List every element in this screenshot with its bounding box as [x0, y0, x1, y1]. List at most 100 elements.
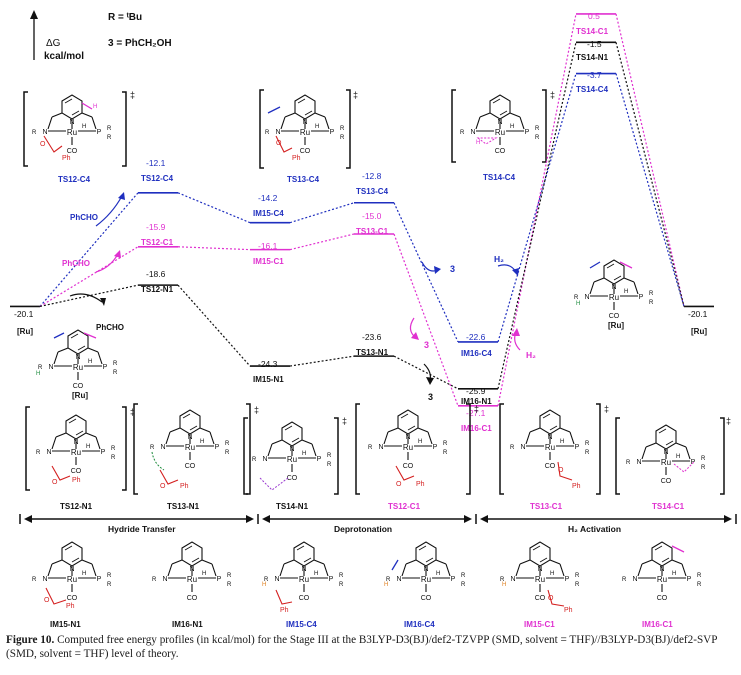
svg-text:‡: ‡ [353, 90, 358, 100]
connector-1-2 [289, 233, 355, 251]
level-ts13-c1-value: -15.0 [362, 211, 382, 221]
ts12-c4-label: TS12-C4 [58, 175, 91, 184]
connector-0-2 [289, 202, 355, 224]
level-im16-c1-value: -27.1 [466, 408, 486, 418]
svg-text:Ph: Ph [72, 477, 81, 484]
connector-2-1 [177, 284, 251, 367]
pathway-connectors [39, 13, 685, 407]
svg-text:‡: ‡ [130, 90, 135, 100]
im16-c4-structure: H [384, 541, 467, 603]
ts13-c4-structure: ‡ O Ph [259, 89, 358, 169]
connector-1-5 [615, 13, 685, 307]
connector-1-3 [393, 233, 459, 407]
reagent-h2-c1: H₂ [526, 350, 536, 360]
svg-text:Ph: Ph [572, 483, 581, 490]
svg-text:Ph: Ph [180, 483, 189, 490]
stage-bar [19, 514, 737, 524]
svg-text:Ph: Ph [62, 155, 71, 162]
svg-text:H: H [576, 301, 580, 307]
svg-text:H: H [476, 140, 480, 146]
figure-caption: Figure 10. Computed free energy profiles… [6, 633, 736, 661]
level-ts13-c4-name: TS13-C4 [356, 187, 389, 196]
svg-text:Ph: Ph [564, 607, 573, 614]
level-ts14-n1-value: -1.5 [587, 39, 602, 49]
level-ts14-n1-name: TS14-N1 [576, 53, 609, 62]
ts13-c1-structure: ‡ O Ph [499, 403, 609, 495]
im15-n1-structure: O Ph [31, 541, 113, 610]
im16-c1-label: IM16-C1 [642, 620, 673, 629]
level-im15-c1-value: -16.1 [258, 241, 278, 251]
level-im16-n1-name: IM16-N1 [461, 397, 492, 406]
connector-0-4 [497, 73, 577, 343]
im15-n1-label: IM15-N1 [50, 620, 81, 629]
svg-text:Ph: Ph [292, 155, 301, 162]
svg-text:H: H [93, 104, 97, 110]
connector-0-3 [393, 202, 459, 343]
svg-text:‡: ‡ [604, 404, 609, 414]
level-im15-n1-name: IM15-N1 [253, 375, 284, 384]
svg-text:O: O [160, 483, 166, 490]
svg-text:‡: ‡ [550, 90, 555, 100]
delta-g-label: ΔG [46, 38, 61, 49]
connector-2-0 [39, 284, 139, 308]
ts12-c1-label: TS12-C1 [388, 502, 421, 511]
ts14-n1-structure: ‡ [243, 416, 347, 495]
connector-0-1 [177, 192, 251, 224]
stage-hydride-transfer: Hydride Transfer [108, 524, 176, 534]
connector-1-0 [39, 246, 139, 307]
level-ts12-n1-name: TS12-N1 [141, 285, 174, 294]
level-im15-c4-value: -14.2 [258, 193, 278, 203]
svg-text:Ph: Ph [66, 603, 75, 610]
connector-0-5 [615, 73, 685, 307]
im15-c4-label: IM15-C4 [286, 620, 317, 629]
connector-2-3 [393, 355, 459, 390]
level-ts13-c4-value: -12.8 [362, 171, 382, 181]
svg-text:O: O [558, 467, 564, 474]
level-ts13-c1-name: TS13-C1 [356, 227, 389, 236]
svg-text:O: O [52, 479, 58, 486]
caption-lead: Figure 10. [6, 634, 55, 646]
im16-c4-label: IM16-C4 [404, 620, 435, 629]
ts12-n1-label: TS12-N1 [60, 502, 93, 511]
r-definition: R = ᵗBu [108, 12, 142, 23]
svg-text:Ph: Ph [416, 481, 425, 488]
energy-levels [10, 13, 714, 407]
svg-text:O: O [44, 597, 50, 604]
svg-text:Ph: Ph [280, 607, 289, 614]
level-ts13-n1-name: TS13-N1 [356, 348, 389, 357]
svg-text:H: H [36, 371, 40, 377]
stage-h2-activation: H₂ Activation [568, 524, 621, 534]
level-ts13-n1-value: -23.6 [362, 332, 382, 342]
svg-text:O: O [396, 481, 402, 488]
connector-2-5 [615, 42, 685, 307]
ts12-c1-structure: ‡ O Ph [355, 403, 479, 495]
connector-2-2 [289, 355, 355, 367]
level-ts12-c1-value: -15.9 [146, 222, 166, 232]
reagent-3-c1: 3 [424, 340, 429, 350]
ts14-c1-label: TS14-C1 [652, 502, 685, 511]
im15-c1-label: IM15-C1 [524, 620, 555, 629]
ru-catalyst-left-label: [Ru] [72, 391, 88, 400]
level-ts14-c4-value: -3.7 [587, 70, 602, 80]
reagent-3-definition: 3 = PhCH₂OH [108, 38, 172, 49]
reagent-h2-c4: H₂ [494, 254, 504, 264]
stage-deprotonation: Deprotonation [334, 524, 392, 534]
ts14-c1-structure: ‡ [615, 416, 731, 495]
ts14-c4-label: TS14-C4 [483, 173, 516, 182]
im16-n1-label: IM16-N1 [172, 620, 203, 629]
level-ru-left-value: -20.1 [14, 309, 34, 319]
svg-text:‡: ‡ [130, 407, 135, 417]
reagent-phcho-n1: PhCHO [96, 323, 124, 332]
caption-text: Computed free energy profiles (in kcal/m… [6, 634, 718, 660]
level-ru-right-value: -20.1 [688, 309, 708, 319]
level-im16-c4-value: -22.6 [466, 332, 486, 342]
level-im16-c1-name: IM16-C1 [461, 424, 492, 433]
level-im15-c1-name: IM15-C1 [253, 257, 284, 266]
connector-2-4 [497, 42, 577, 389]
level-ts14-c1-name: TS14-C1 [576, 27, 609, 36]
ts12-n1-structure: ‡ O Ph [25, 406, 135, 491]
svg-text:H: H [384, 582, 388, 588]
reagent-3-c4: 3 [450, 264, 455, 274]
level-ts12-n1-value: -18.6 [146, 269, 166, 279]
reagent-phcho-c1: PhCHO [62, 259, 90, 268]
